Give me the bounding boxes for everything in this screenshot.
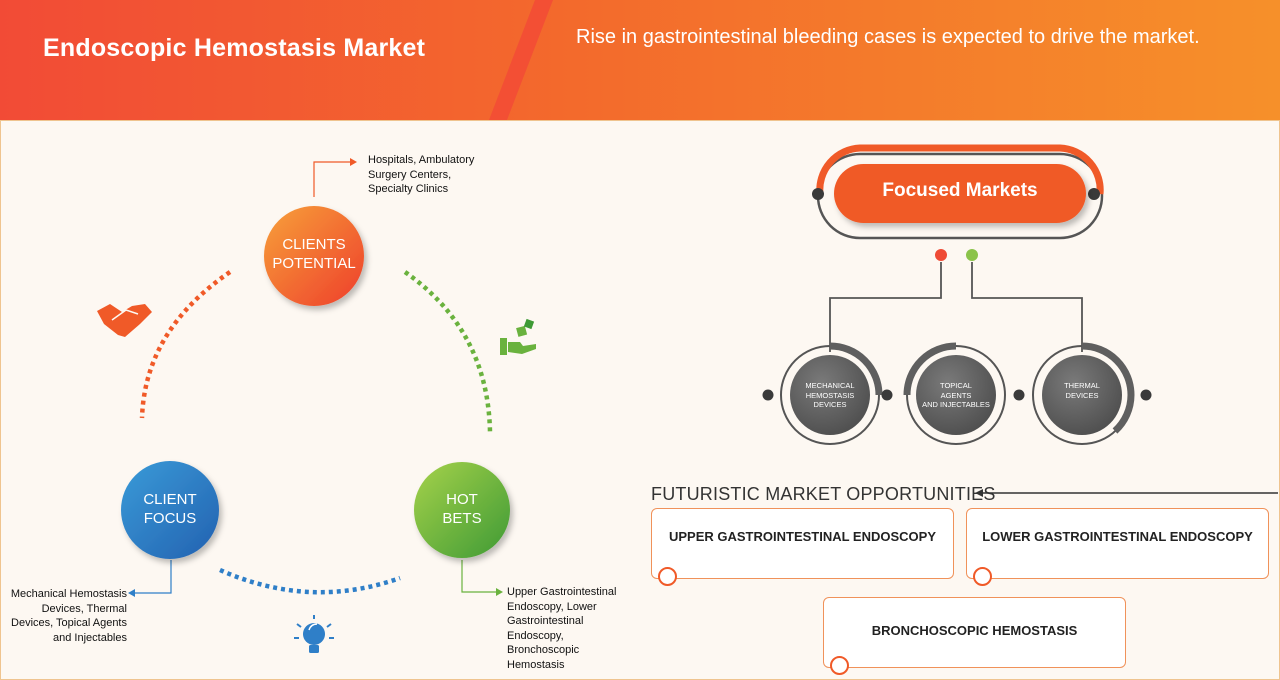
client-focus-note-line: Devices, Thermal [41, 602, 127, 615]
segment-line: DEVICES [813, 400, 847, 409]
connector-client-focus [128, 560, 172, 597]
opportunity-box-lower-gi: LOWER GASTROINTESTINAL ENDOSCOPY [966, 508, 1269, 586]
hot-bets-note: Upper Gastrointestinal Endoscopy, Lower … [507, 585, 637, 672]
segment-label-topical: TOPICAL AGENTS AND INJECTABLES [918, 381, 994, 410]
segment-line: AGENTS [940, 390, 972, 400]
focused-markets-pill [812, 144, 1104, 240]
client-focus-line2: FOCUS [143, 510, 197, 527]
client-focus-label: CLIENT FOCUS [120, 490, 220, 528]
client-focus-note-line: Devices, Topical Agents [11, 617, 127, 629]
page-tagline: Rise in gastrointestinal bleeding cases … [576, 26, 1200, 48]
segment-circle-mechanical [762, 342, 883, 445]
client-focus-note-line: and Injectables [53, 631, 127, 644]
segment-line: THERMAL [1064, 381, 1100, 390]
opportunity-bullet [830, 656, 849, 675]
hot-bets-line1: HOT [446, 491, 478, 508]
segment-line: MECHANICAL [805, 381, 855, 390]
page-title: Endoscopic Hemostasis Market [43, 34, 426, 62]
segment-line: AND INJECTABLES [922, 400, 990, 409]
header-banner: Endoscopic Hemostasis Market Rise in gas… [0, 0, 1280, 120]
clients-potential-line1: CLIENTS [282, 236, 346, 253]
clients-potential-circle [264, 206, 364, 306]
clients-potential-note-line: Surgery Centers, [368, 168, 452, 181]
opportunity-bullet [658, 567, 677, 586]
connector-hot-bets [461, 560, 503, 596]
segment-line: DEVICES [1065, 390, 1099, 400]
opportunities-arrow [975, 489, 1278, 497]
hot-bets-label: HOT BETS [412, 490, 512, 528]
opportunity-box-upper-gi: UPPER GASTROINTESTINAL ENDOSCOPY [651, 508, 954, 586]
segment-label-mechanical: MECHANICAL HEMOSTASIS DEVICES [792, 381, 868, 410]
arc-green [403, 270, 493, 433]
segment-label-thermal: THERMAL DEVICES [1044, 381, 1120, 400]
opportunity-label: UPPER GASTROINTESTINAL ENDOSCOPY [668, 529, 936, 544]
lightbulb-icon [294, 615, 334, 653]
tree-connectors [829, 262, 1083, 352]
hot-bets-note-line: Hemostasis [507, 658, 565, 671]
opportunities-title: FUTURISTIC MARKET OPPORTUNITIES [651, 484, 996, 504]
opportunity-label: LOWER GASTROINTESTINAL ENDOSCOPY [982, 529, 1253, 544]
segment-circle-topical [881, 342, 1025, 445]
clients-potential-note-line: Hospitals, Ambulatory [368, 154, 475, 166]
opportunity-box-bronchoscopic: BRONCHOSCOPIC HEMOSTASIS [823, 597, 1126, 675]
segment-circle-thermal [1032, 342, 1152, 445]
header-divider [489, 0, 553, 120]
hot-bets-note-line: Gastrointestinal [507, 615, 584, 627]
hot-bets-line2: BETS [442, 510, 482, 527]
client-focus-note: Mechanical Hemostasis Devices, Thermal D… [0, 587, 127, 645]
clients-potential-line2: POTENTIAL [272, 255, 356, 272]
hot-bets-note-line: Upper Gastrointestinal [507, 586, 617, 598]
segment-line: HEMOSTASIS [805, 390, 855, 400]
hot-bets-note-line: Bronchoscopic [507, 644, 580, 656]
client-focus-circle [121, 461, 219, 559]
segment-line: TOPICAL [940, 381, 972, 390]
client-focus-note-line: Mechanical Hemostasis [10, 588, 127, 600]
green-node [966, 249, 978, 261]
clients-potential-note-line: Specialty Clinics [368, 183, 449, 195]
arc-orange [139, 270, 232, 419]
hot-bets-note-line: Endoscopy, [507, 629, 564, 642]
money-hand-icon [500, 318, 536, 355]
arc-blue [219, 567, 401, 595]
handshake-icon [97, 304, 152, 337]
red-node [935, 249, 947, 261]
clients-potential-note: Hospitals, Ambulatory Surgery Centers, S… [368, 153, 518, 197]
hot-bets-circle [414, 462, 510, 558]
opportunity-bullet [973, 567, 992, 586]
client-focus-line1: CLIENT [143, 491, 197, 508]
focused-markets-label: Focused Markets [882, 180, 1038, 201]
connector-clients-potential [313, 158, 357, 197]
clients-potential-label: CLIENTS POTENTIAL [264, 235, 364, 273]
hot-bets-note-line: Endoscopy, Lower [507, 600, 597, 613]
opportunity-label: BRONCHOSCOPIC HEMOSTASIS [871, 623, 1078, 638]
